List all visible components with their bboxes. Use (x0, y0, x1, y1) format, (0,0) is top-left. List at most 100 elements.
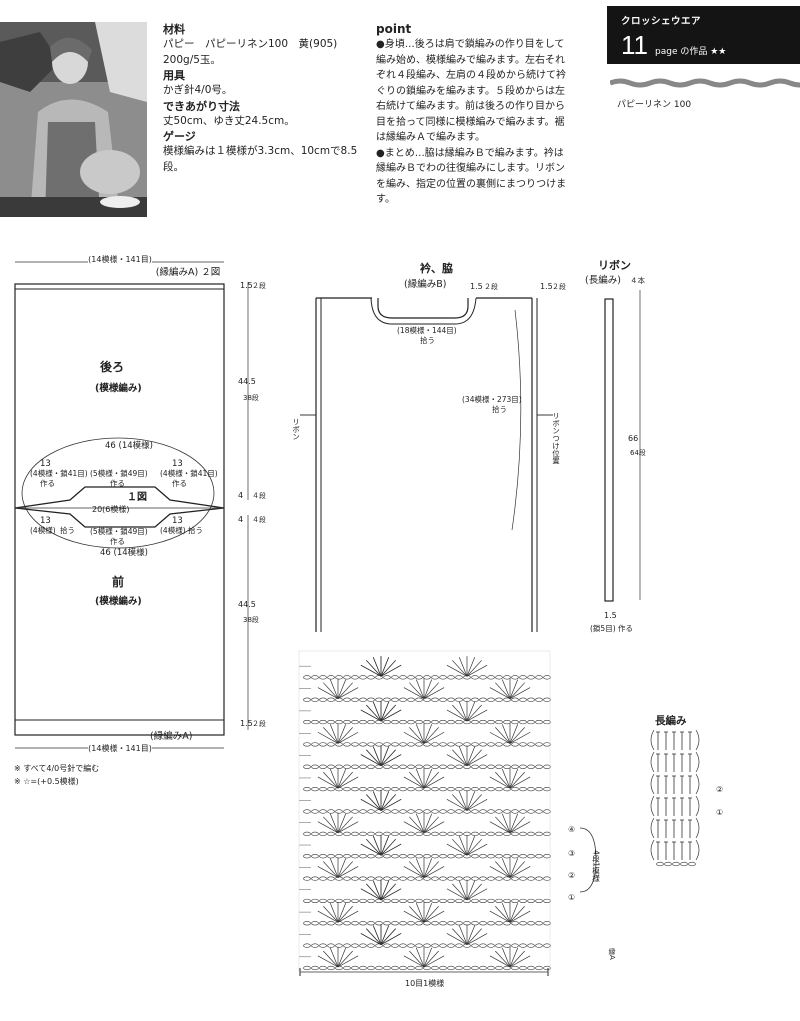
chain-stitch (463, 921, 471, 926)
chain-stitch (447, 675, 455, 680)
chain-stitch (391, 965, 399, 971)
fan-stitch (337, 813, 347, 833)
chain-stitch (471, 921, 479, 926)
fan-stitch (403, 955, 425, 968)
chain-stitch (391, 831, 399, 836)
fan-stitch (360, 843, 382, 856)
fan-stitch (495, 727, 511, 744)
fan-stitch (452, 883, 468, 901)
chain-stitch (319, 697, 327, 702)
fan-stitch (452, 838, 468, 856)
fan-stitch (415, 768, 425, 789)
chain-stitch (495, 921, 503, 926)
chain-stitch (335, 764, 343, 769)
chain-stitch (431, 965, 439, 971)
chain-stitch (335, 719, 343, 725)
fan-stitch (423, 910, 445, 923)
fan-stitch (415, 947, 425, 968)
chain-stitch (327, 898, 335, 904)
pattern-header: クロッシェウエア 11 page の作品 ★★ (607, 6, 800, 64)
fan-stitch (409, 950, 425, 968)
chain-stitch (519, 787, 527, 792)
bottom-edge-dim: 1.5 (240, 719, 253, 728)
top-edge-dim: 1.5 (240, 281, 253, 290)
turn-chain (650, 729, 655, 751)
chain-stitch (527, 719, 535, 725)
point-line: は縁編みＡで編みます。 (376, 132, 485, 143)
chain-stitch (503, 697, 511, 702)
fan-stitch (423, 866, 445, 878)
point-line: 右続けて編みます。前は後ろの作り目から (376, 101, 565, 112)
chain-stitch (439, 921, 447, 926)
chain-stitch (383, 787, 391, 792)
fan-stitch (380, 928, 396, 945)
collar-dim-left: 1.5 (470, 282, 483, 291)
fan-stitch (337, 771, 353, 789)
chain-stitch (319, 876, 327, 881)
chain-stitch (479, 965, 487, 971)
chain-stitch (343, 943, 351, 948)
chain-stitch (319, 965, 327, 971)
chain-stitch (447, 764, 455, 769)
chain-stitch (327, 697, 335, 702)
chain-stitch (375, 697, 383, 702)
chain-stitch (399, 742, 407, 747)
fan-stitch (366, 704, 382, 722)
fan-stitch (380, 888, 402, 901)
fan-stitch (380, 657, 390, 677)
chain-stitch (343, 831, 351, 836)
chart-frame (298, 650, 551, 973)
size-heading: できあがり寸法 (163, 99, 240, 113)
fan-stitch (360, 664, 382, 677)
chain-stitch (447, 831, 455, 836)
chain-stitch (495, 697, 503, 702)
chain-stitch (543, 965, 551, 971)
chain-stitch (399, 764, 407, 769)
materials-heading: 材料 (163, 23, 185, 36)
fan-stitch (446, 799, 468, 811)
base-chain (688, 861, 696, 867)
fan-stitch (509, 687, 531, 700)
chain-stitch (431, 854, 439, 859)
chain-stitch (423, 965, 431, 971)
chain-stitch (439, 719, 447, 725)
chain-stitch (431, 831, 439, 836)
fan-stitch (380, 933, 402, 945)
chain-stitch (399, 965, 407, 971)
fan-stitch (466, 799, 488, 811)
fan-stitch (501, 768, 511, 789)
chain-stitch (527, 697, 535, 702)
chain-stitch (399, 809, 407, 814)
fan-stitch (423, 731, 445, 744)
front-pattern: (模様編み) (95, 595, 142, 607)
chain-stitch (359, 898, 367, 904)
fan-stitch (317, 955, 339, 968)
chain-stitch (415, 675, 423, 680)
fan-stitch (403, 866, 425, 878)
fan-stitch (466, 928, 482, 945)
fan-stitch (423, 724, 433, 744)
chain-stitch (375, 742, 383, 747)
chain-stitch (351, 697, 359, 702)
chain-stitch (471, 719, 479, 725)
fan-stitch (337, 776, 359, 789)
chain-stitch (487, 831, 495, 836)
chain-stitch (383, 764, 391, 769)
chain-stitch (487, 742, 495, 747)
chain-stitch (527, 898, 535, 904)
chain-stitch (319, 898, 327, 904)
fan-stitch (509, 947, 519, 968)
fan-stitch (509, 731, 531, 744)
chain-stitch (391, 742, 399, 747)
chain-stitch (471, 787, 479, 792)
chain-stitch (399, 898, 407, 904)
fan-stitch (317, 776, 339, 789)
chain-stitch (423, 764, 431, 769)
fan-stitch (380, 709, 402, 722)
chain-stitch (447, 921, 455, 926)
chain-stitch (391, 898, 399, 904)
fan-stitch (509, 776, 531, 789)
chain-stitch (407, 675, 415, 680)
center-pick: (5模様・鎖49目) (90, 526, 148, 536)
chain-stitch (415, 742, 423, 747)
